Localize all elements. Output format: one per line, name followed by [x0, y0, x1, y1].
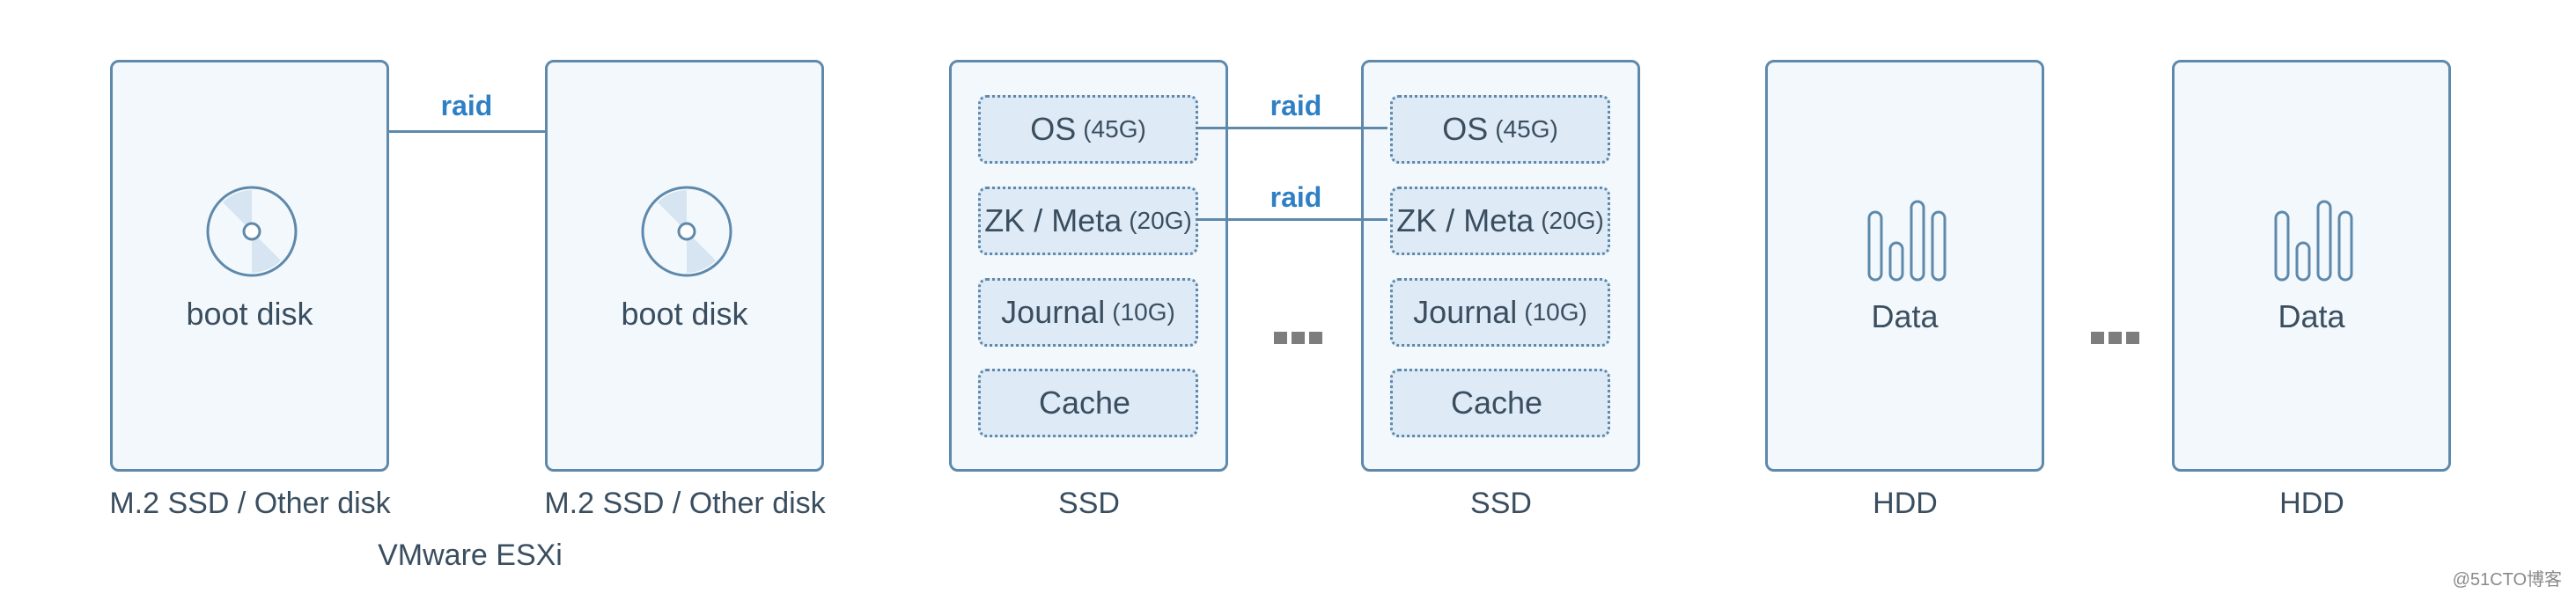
raid-connector	[389, 130, 545, 133]
boot-disk-label: boot disk	[621, 296, 748, 332]
partition-journal: Journal(10G)	[978, 278, 1198, 347]
partition-os: OS(45G)	[1390, 95, 1610, 164]
partition-journal: Journal(10G)	[1390, 278, 1610, 347]
partition-cache: Cache	[978, 369, 1198, 437]
raid-label-os: raid	[1270, 90, 1322, 121]
watermark: @51CTO博客	[2452, 570, 2562, 590]
partition-os: OS(45G)	[978, 95, 1198, 164]
partition-zk-meta: ZK / Meta(20G)	[1390, 187, 1610, 255]
disc-icon	[206, 186, 298, 277]
ellipsis-icon	[2091, 332, 2140, 344]
ssd-disk-1: OS(45G) ZK / Meta(20G) Journal(10G) Cach…	[949, 60, 1228, 472]
hdd-disk-2: Data	[2172, 60, 2451, 472]
hypervisor-label: VMware ESXi	[378, 539, 563, 572]
boot-disk-1: boot disk	[110, 60, 389, 472]
raid-label: raid	[440, 90, 493, 121]
hdd-data-label: Data	[1871, 298, 1939, 334]
hdd-disk-2-caption: HDD	[2279, 487, 2344, 520]
boot-disk-2-caption: M.2 SSD / Other disk	[544, 487, 826, 520]
partition-cache: Cache	[1390, 369, 1610, 437]
ssd-disk-2-caption: SSD	[1470, 487, 1532, 520]
raid-connector-os	[1196, 127, 1387, 129]
boot-disk-label: boot disk	[186, 296, 313, 332]
ellipsis-icon	[1274, 332, 1323, 344]
raid-connector-zk-meta	[1196, 218, 1387, 221]
hdd-disk-1-caption: HDD	[1873, 487, 1938, 520]
raid-label-zk-meta: raid	[1270, 181, 1322, 213]
ssd-disk-1-caption: SSD	[1058, 487, 1120, 520]
partition-zk-meta: ZK / Meta(20G)	[978, 187, 1198, 255]
boot-disk-2: boot disk	[545, 60, 824, 472]
disc-icon	[641, 186, 732, 277]
data-bars-icon	[1867, 200, 1947, 282]
ssd-disk-2: OS(45G) ZK / Meta(20G) Journal(10G) Cach…	[1361, 60, 1640, 472]
boot-disk-1-caption: M.2 SSD / Other disk	[109, 487, 391, 520]
hdd-data-label: Data	[2278, 298, 2345, 334]
hdd-disk-1: Data	[1765, 60, 2044, 472]
data-bars-icon	[2274, 200, 2353, 282]
